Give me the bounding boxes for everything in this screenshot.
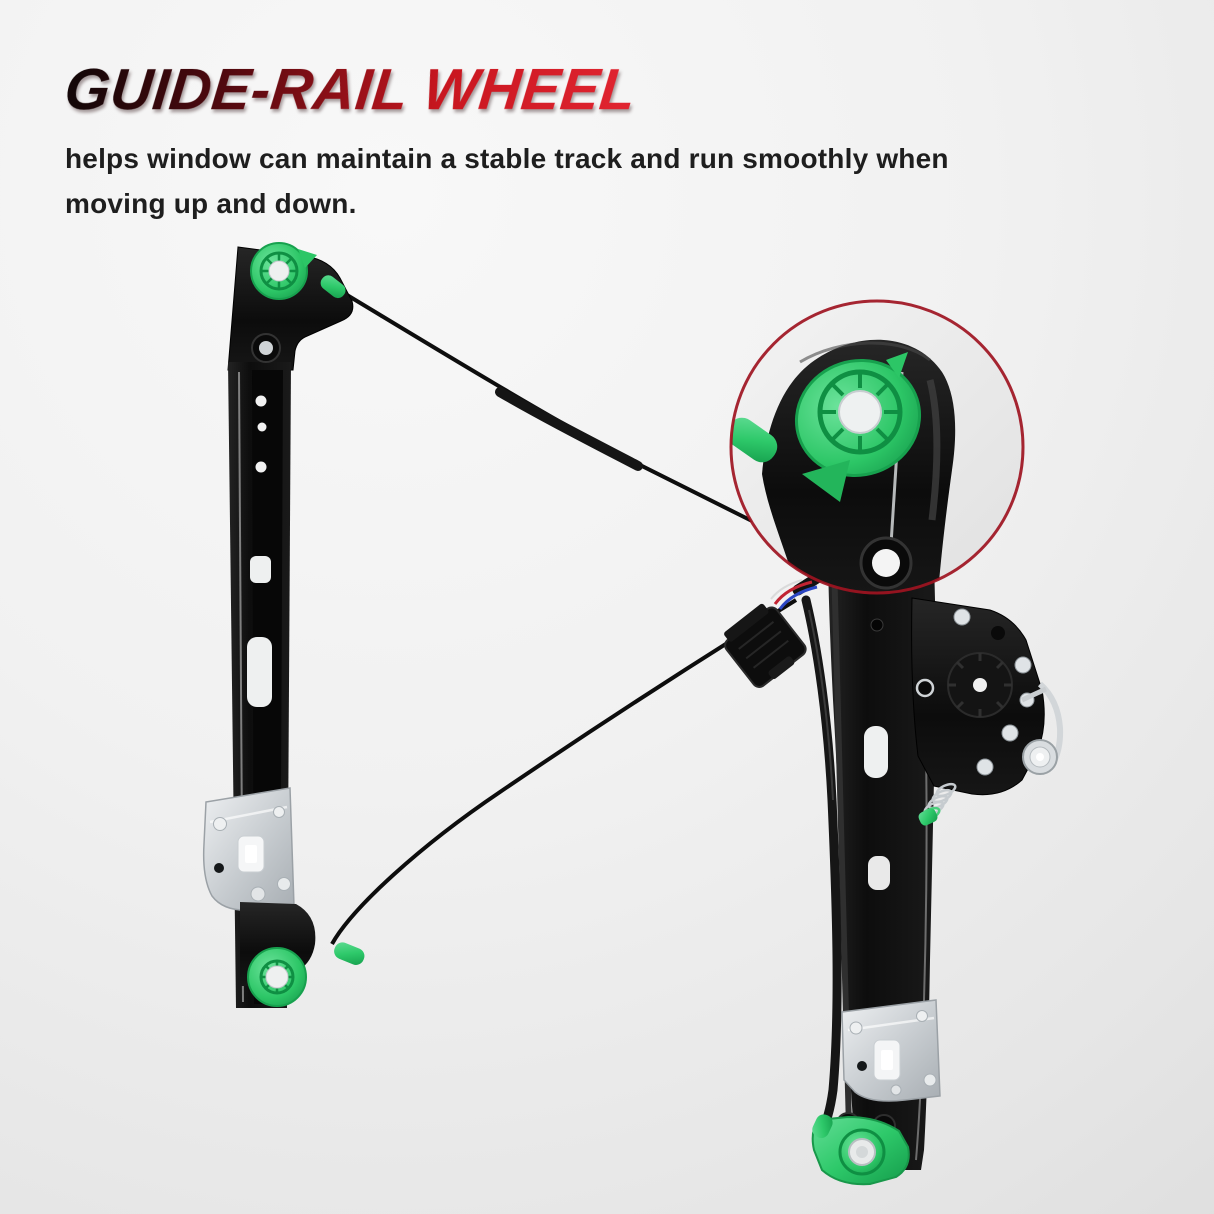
rail-slot [250, 556, 271, 583]
rail-slot [868, 856, 890, 890]
right-window-bracket [841, 999, 941, 1102]
page-description: helps window can maintain a stable track… [65, 136, 949, 226]
power-connector [724, 603, 807, 688]
upper-drive-cable [345, 293, 753, 523]
magnified-guide-wheel [794, 352, 922, 502]
rail-hole [255, 461, 267, 473]
lever-linkage [1020, 681, 1064, 775]
cable-end-fitting-bottom-left [334, 942, 365, 965]
wire-blue [778, 585, 818, 610]
guide-wheel-top-left [250, 242, 317, 300]
wire-red [773, 580, 813, 605]
cable-conduit-highlight [808, 609, 834, 801]
motor-mount-plate [911, 597, 1045, 796]
left-guide-rail [202, 242, 365, 1008]
page-title-wrap: GUIDE-RAIL WHEEL [61, 57, 640, 122]
page-title: GUIDE-RAIL WHEEL [61, 57, 640, 122]
description-line-1: helps window can maintain a stable track… [65, 142, 949, 174]
cable-end-bumper-top [320, 275, 346, 299]
left-window-bracket [202, 787, 295, 911]
rail-slot [247, 637, 272, 707]
magnified-rail-channel [926, 379, 941, 521]
magnified-rail-highlight [799, 341, 931, 364]
magnifier-ring [729, 299, 1025, 595]
wire-white [770, 579, 803, 600]
magnified-rail-hole-center [872, 549, 900, 577]
drive-cables [330, 293, 798, 945]
rail-hole [870, 618, 884, 632]
upper-cable-sheath [495, 387, 643, 471]
guide-wheel-bottom-left [247, 947, 307, 1007]
magnified-cable-bumper [731, 417, 778, 463]
rail-hole [255, 395, 267, 407]
header: GUIDE-RAIL WHEEL helps window can mainta… [61, 57, 949, 226]
magnifier-callout [729, 299, 1025, 595]
description-line-2: moving up and down. [65, 187, 357, 219]
rail-slot [864, 726, 888, 778]
rail-hole [257, 422, 267, 432]
right-guide-rail [801, 560, 1064, 1186]
lower-drive-cable [330, 598, 798, 945]
pivot-bolt-center [259, 341, 273, 355]
guide-wheel-bottom-right [811, 1114, 910, 1186]
tension-spring [918, 782, 957, 826]
